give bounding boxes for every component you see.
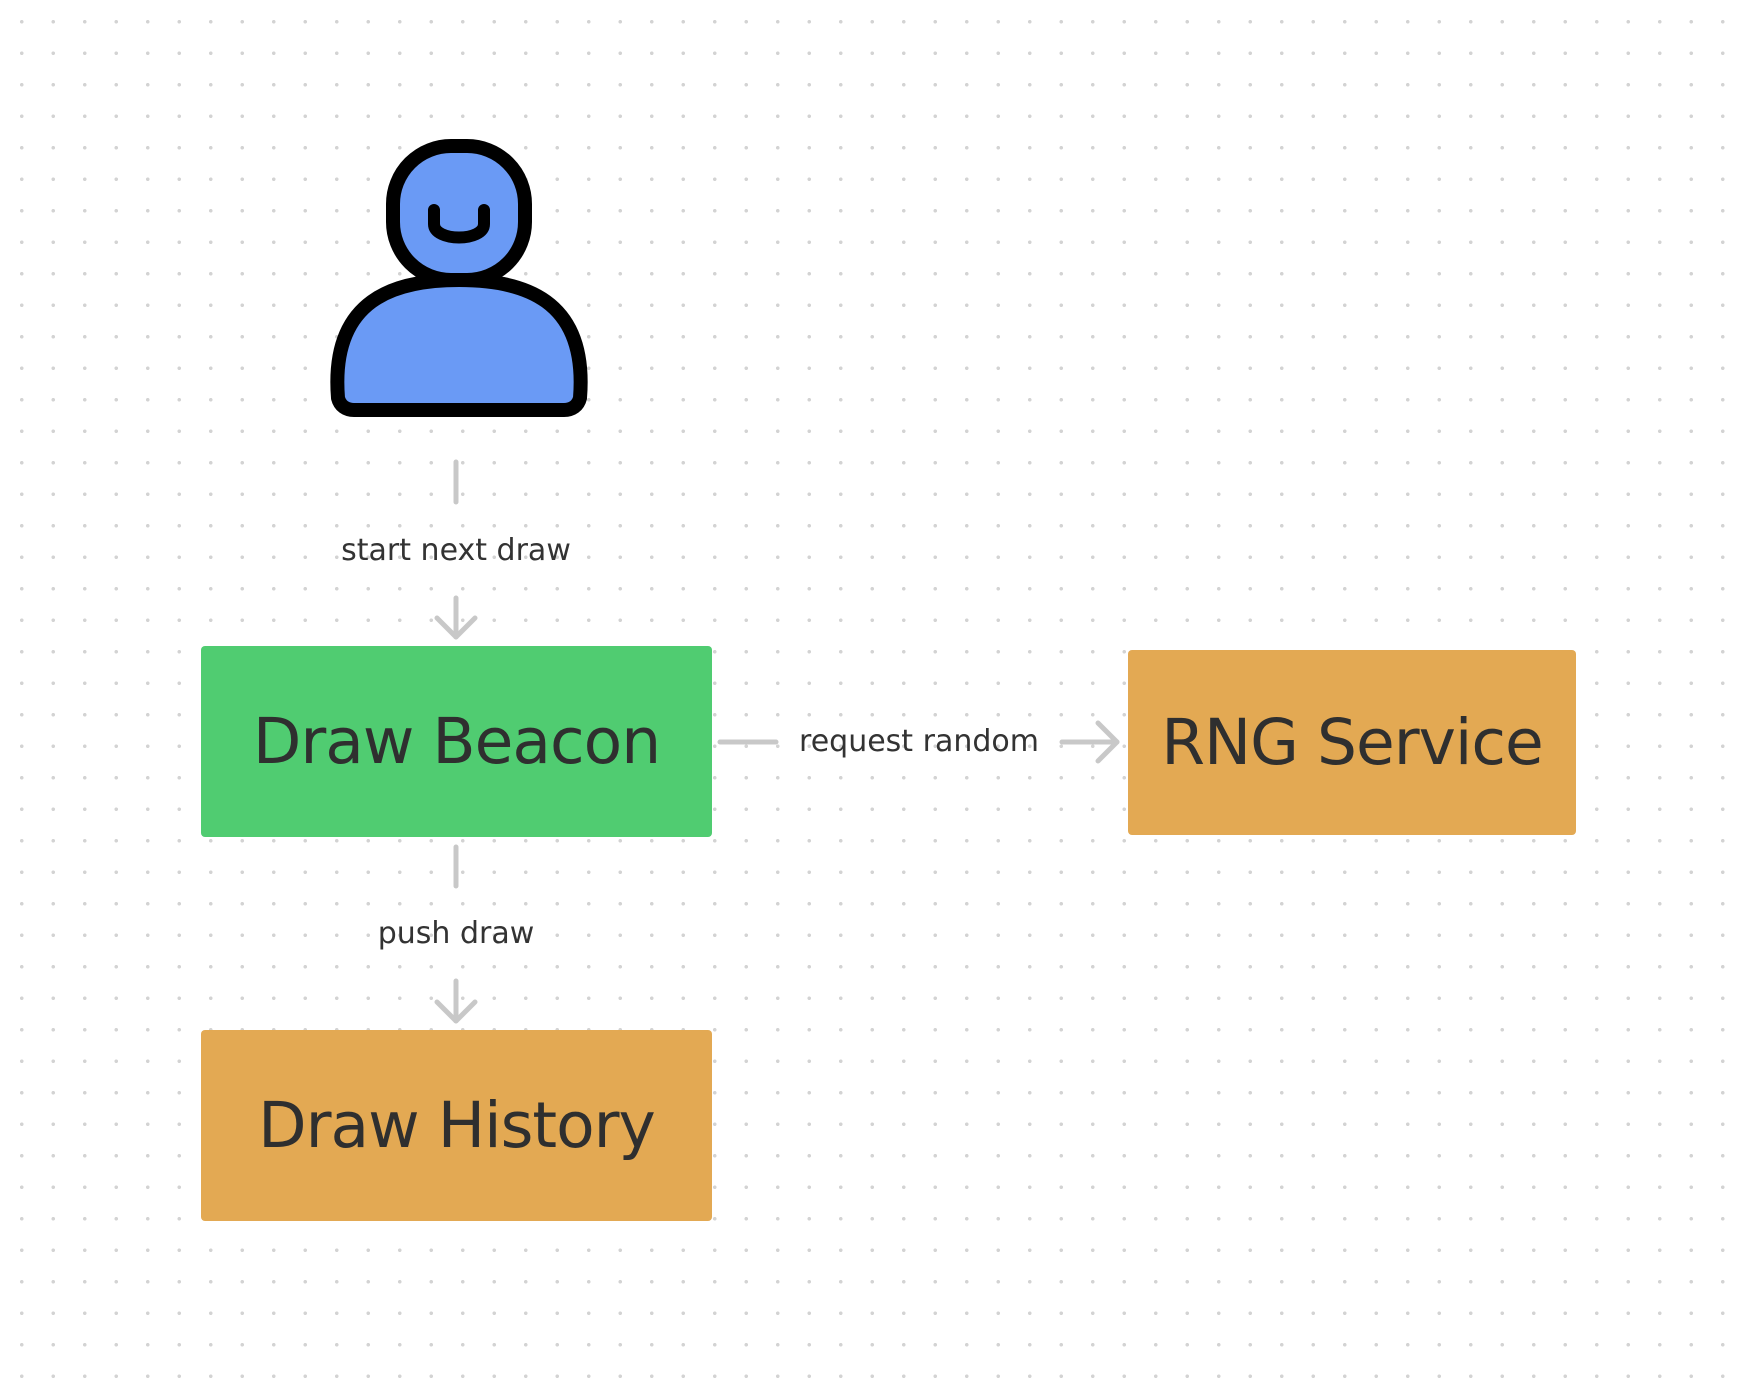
edge-push-draw-arrowhead: [434, 999, 478, 1024]
edge-request-random-arrowhead: [1095, 720, 1120, 764]
node-draw-history-label: Draw History: [258, 1089, 656, 1162]
edge-label-start-next-draw: start next draw: [341, 533, 571, 568]
node-draw-beacon[interactable]: Draw Beacon: [201, 646, 712, 837]
edge-start-next-draw-arrowhead: [434, 615, 478, 640]
node-draw-beacon-label: Draw Beacon: [252, 705, 661, 778]
edge-label-push-draw: push draw: [377, 916, 535, 951]
edge-label-request-random: request random: [799, 724, 1039, 759]
node-rng-service-label: RNG Service: [1161, 706, 1544, 779]
user-icon[interactable]: [316, 138, 602, 427]
node-rng-service[interactable]: RNG Service: [1128, 650, 1576, 835]
node-draw-history[interactable]: Draw History: [201, 1030, 712, 1221]
